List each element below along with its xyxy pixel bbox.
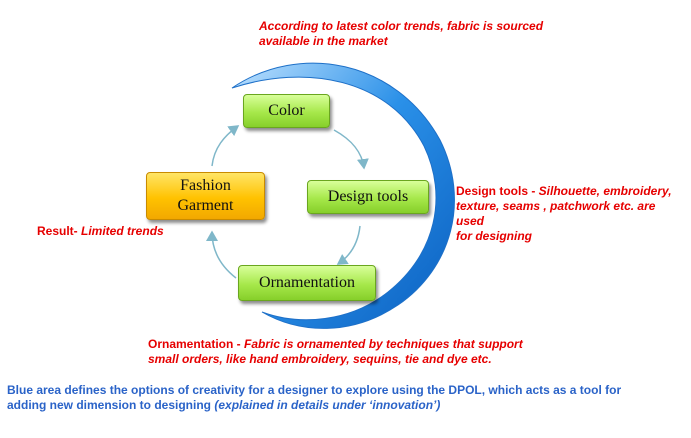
ornamentation-note-line1: Fabric is ornamented by techniques that … (244, 337, 523, 351)
node-ornamentation: Ornamentation (238, 265, 376, 301)
design-tools-note-line2: texture, seams , patchwork etc. are used (456, 199, 656, 228)
result-note: Result- Limited trends (37, 224, 197, 239)
ornamentation-note: Ornamentation - Fabric is ornamented by … (148, 337, 548, 367)
color-note-line2: available in the market (259, 34, 388, 48)
design-tools-note: Design tools - Silhouette, embroidery, t… (456, 184, 686, 244)
footer-line1: Blue area defines the options of creativ… (7, 383, 622, 397)
color-note: According to latest color trends, fabric… (259, 19, 579, 49)
result-note-head: Result- (37, 224, 82, 238)
node-fashion-garment: Fashion Garment (146, 172, 265, 220)
node-ornamentation-label: Ornamentation (259, 274, 355, 291)
node-design-tools: Design tools (307, 180, 429, 214)
footer-line2: adding new dimension to designing (7, 398, 215, 412)
design-tools-note-line3: for designing (456, 229, 532, 243)
footer-caption: Blue area defines the options of creativ… (7, 383, 687, 413)
ornamentation-note-line2: small orders, like hand embroidery, sequ… (148, 352, 492, 366)
node-fashion-garment-line2: Garment (177, 197, 234, 214)
node-fashion-garment-line1: Fashion (180, 177, 231, 194)
node-design-tools-label: Design tools (327, 188, 409, 205)
footer-line2-italic: (explained in details under ‘innovation’… (214, 398, 441, 412)
result-note-text: Limited trends (81, 224, 164, 238)
creativity-arc (231, 62, 455, 329)
node-color: Color (243, 94, 330, 128)
node-color-label: Color (268, 102, 305, 119)
ornamentation-note-head: Ornamentation - (148, 337, 245, 351)
arrow-garment-to-color (211, 125, 240, 167)
color-note-line1: According to latest color trends, fabric… (259, 19, 544, 33)
arrow-ornament-to-garment (206, 230, 237, 279)
design-tools-note-head: Design tools - (456, 184, 539, 198)
design-tools-note-line1: Silhouette, embroidery, (538, 184, 672, 198)
arrow-color-to-design (333, 129, 369, 170)
arrow-design-to-ornament (336, 225, 361, 265)
